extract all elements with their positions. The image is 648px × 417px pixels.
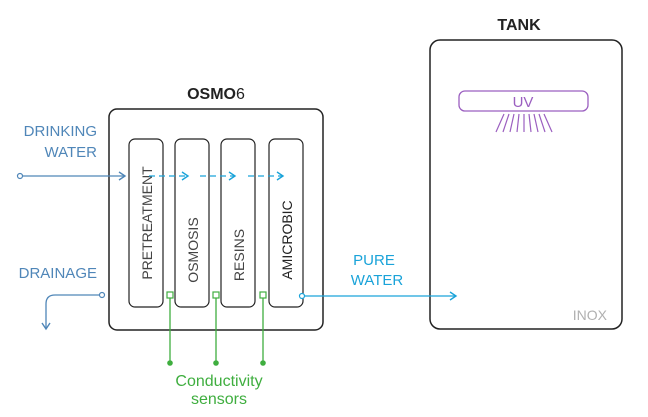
sensors-label-line1: Conductivity: [175, 373, 262, 390]
tank-body: [429, 39, 623, 330]
osmo-title-suffix: 6: [236, 86, 245, 103]
input-start-node: [16, 172, 24, 180]
input-label-line1: DRINKING: [24, 123, 97, 140]
input-label-line2: WATER: [45, 144, 98, 161]
drainage-arrow: [41, 294, 99, 331]
tank-material-label: INOX: [573, 307, 608, 323]
sensors-label-line2: sensors: [191, 391, 247, 408]
drainage-label: DRAINAGE: [19, 265, 97, 282]
stage-cartridge-pretreatment: [128, 138, 164, 308]
output-label-line2: WATER: [351, 272, 404, 289]
sensor-node-3: [259, 291, 267, 299]
output-label-line1: PURE: [353, 252, 395, 269]
tank-title: TANK: [497, 17, 541, 34]
osmo-title: OSMO6: [187, 86, 245, 103]
stage-cartridge-resins: [220, 138, 256, 308]
uv-rays-icon: [495, 113, 553, 133]
stage-label-pretreatment: PRETREATMENT: [139, 166, 155, 280]
uv-lamp: [458, 90, 589, 112]
stage-cartridge-osmosis: [174, 138, 210, 308]
drainage-node: [98, 291, 106, 299]
stage-label-osmosis: OSMOSIS: [185, 217, 201, 282]
sensor-node-1: [166, 291, 174, 299]
osmo-title-bold: OSMO: [187, 86, 236, 103]
conductivity-sensors: [166, 291, 267, 366]
output-start-node: [298, 292, 306, 300]
sensor-node-2: [212, 291, 220, 299]
uv-label: UV: [513, 94, 534, 111]
stage-cartridge-amicrobic: [268, 138, 304, 308]
stage-label-amicrobic: AMICROBIC: [279, 200, 295, 279]
stage-label-resins: RESINS: [231, 229, 247, 281]
